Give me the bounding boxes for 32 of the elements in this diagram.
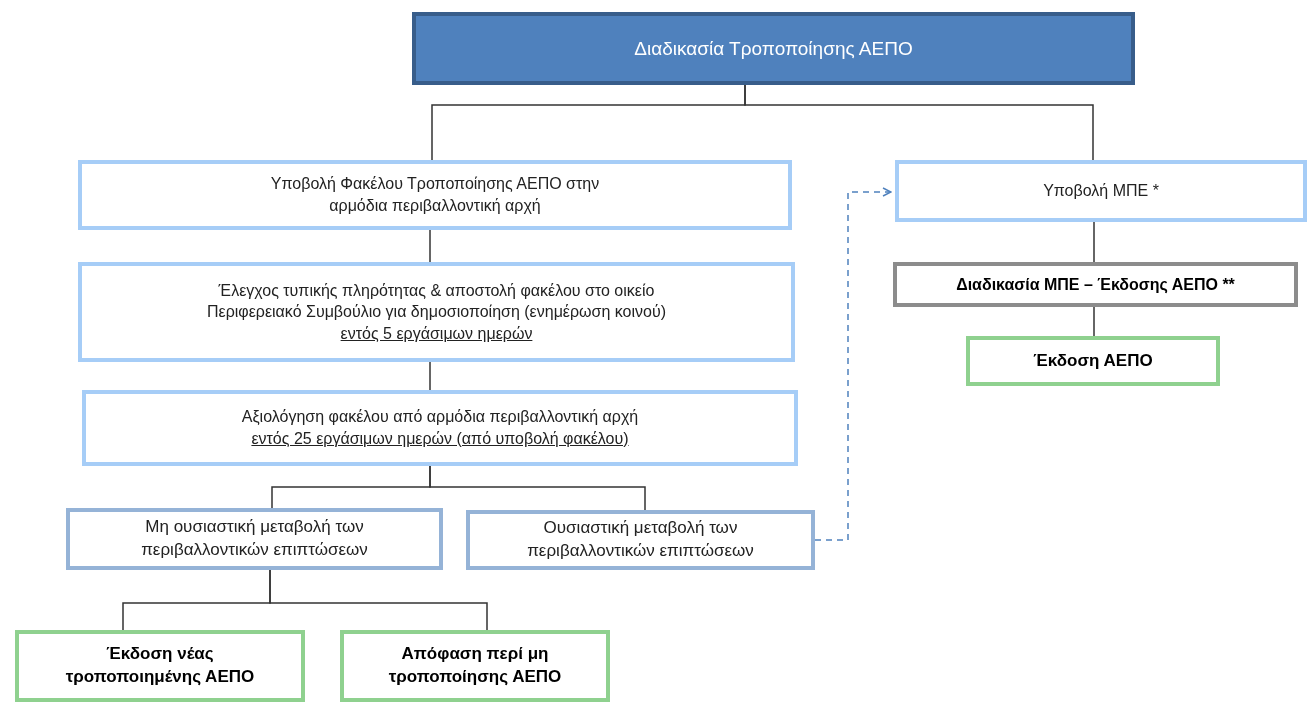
decision-box <box>66 508 443 570</box>
connector-line <box>269 569 488 631</box>
connector-line <box>744 84 1094 161</box>
connector-line <box>429 361 431 391</box>
process-box <box>78 262 795 362</box>
box-text: Υποβολή ΜΠΕ * <box>1043 181 1159 202</box>
box-text: Διαδικασία ΜΠΕ – Έκδοσης ΑΕΠΟ ** <box>956 274 1235 295</box>
box-text: Υποβολή Φακέλου Τροποποίησης ΑΕΠΟ στην αρμόδια περιβαλλοντική αρχή <box>270 174 600 216</box>
deadline-text: εντός 5 εργάσιμων ημερών <box>340 323 533 344</box>
outcome-box <box>340 630 610 702</box>
box-text: Απόφαση περί μη τροποποίησης ΑΕΠΟ <box>387 643 563 688</box>
connector-line <box>1093 306 1095 337</box>
process-box <box>78 160 792 230</box>
process-box <box>893 262 1298 307</box>
connector-line <box>1093 221 1095 263</box>
box-text: Έκδοση ΑΕΠΟ <box>1033 349 1153 372</box>
box-text: Αξιολόγηση φακέλου από αρμόδια περιβαλλοντική αρχή <box>241 407 639 428</box>
deadline-text: εντός 25 εργάσιμων ημερών (από υποβολή φακέλου) <box>251 429 629 449</box>
process-box <box>895 160 1307 222</box>
box-text: Έκδοση νέας τροποποιημένης ΑΕΠΟ <box>64 643 256 688</box>
process-box <box>82 390 798 466</box>
outcome-box <box>15 630 305 702</box>
box-text: Διαδικασία Τροποποίησης ΑΕΠΟ <box>634 36 913 61</box>
connector-line <box>429 229 431 263</box>
decision-box <box>466 510 815 570</box>
box-text: Έλεγχος τυπικής πληρότητας & αποστολή φακέλου στο οικείο Περιφερειακό Συμβούλιο για δημοσιοποίηση (ενημέρωση κοινού) <box>205 280 668 323</box>
box-text: Μη ουσιαστική μεταβολή των περιβαλλοντικών επιπτώσεων <box>140 516 369 561</box>
title-box <box>412 12 1135 85</box>
connector-line <box>429 465 646 511</box>
box-text: Ουσιαστική μεταβολή των περιβαλλοντικών επιπτώσεων <box>526 517 755 562</box>
outcome-box <box>966 336 1220 386</box>
dashed-arrow <box>814 187 892 541</box>
